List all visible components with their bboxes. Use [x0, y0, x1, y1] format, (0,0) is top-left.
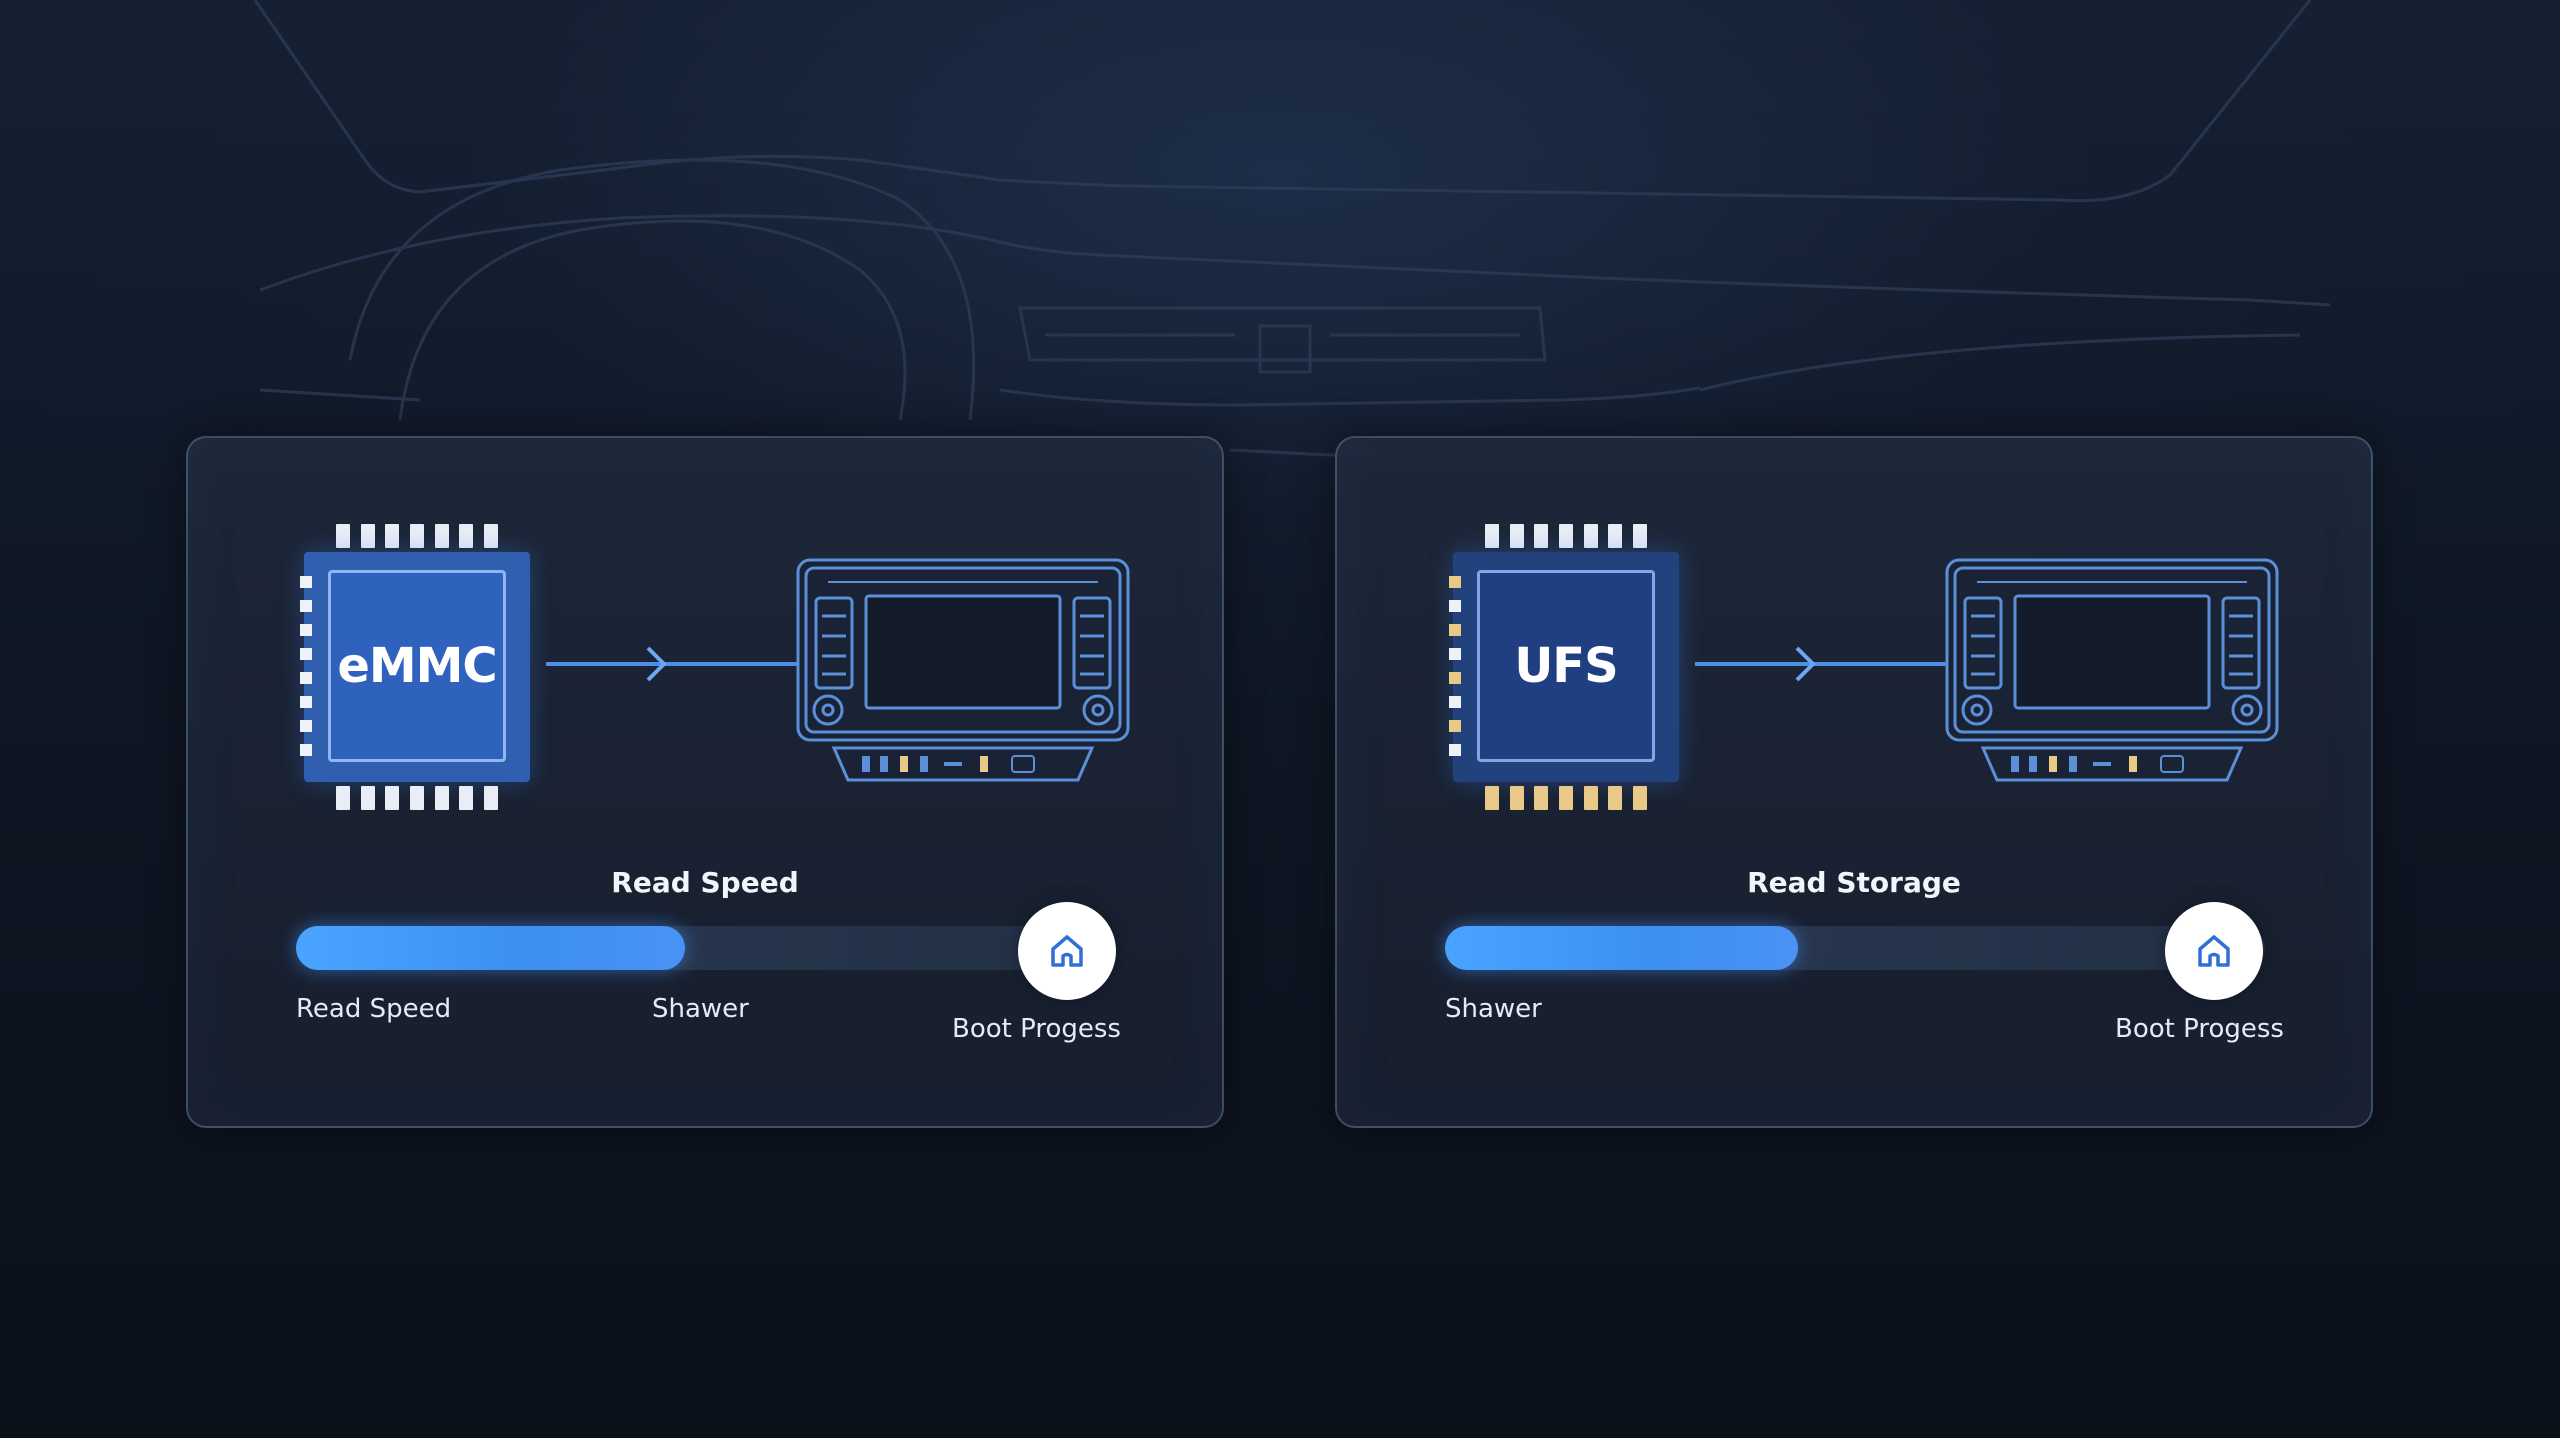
boot-progress-track	[296, 926, 1106, 970]
home-icon	[1051, 935, 1083, 967]
boot-progress-track	[1445, 926, 2265, 970]
head-unit-buttons	[2011, 755, 2184, 773]
chip-pins-left	[300, 576, 312, 756]
home-button[interactable]	[2165, 902, 2263, 1000]
chip-label: UFS	[1514, 638, 1618, 694]
emmc-chip-icon: eMMC	[300, 524, 530, 812]
chip-body: eMMC	[304, 552, 530, 782]
flow-graphic	[546, 558, 1130, 782]
chip-die: UFS	[1477, 570, 1655, 762]
car-head-unit-icon	[1945, 558, 2279, 782]
chip-label: eMMC	[337, 638, 497, 694]
ufs-chip-icon: UFS	[1449, 524, 1679, 812]
head-unit-buttons	[862, 755, 1035, 773]
chip-pins-left	[1449, 576, 1461, 756]
chip-pins-bottom	[1485, 786, 1647, 810]
car-head-unit-icon	[796, 558, 1130, 782]
label-boot-progress: Boot Progess	[2115, 1014, 2284, 1044]
boot-progress-fill	[1445, 926, 1798, 970]
boot-progress-fill	[296, 926, 685, 970]
label-boot-progress: Boot Progess	[952, 1014, 1121, 1044]
chip-die: eMMC	[328, 570, 506, 762]
emmc-panel: eMMC	[186, 436, 1224, 1128]
label-read-speed: Read Speed	[296, 994, 452, 1024]
chip-pins-top	[336, 524, 498, 548]
label-shawer: Shawer	[652, 994, 749, 1024]
flow-graphic	[1695, 558, 2279, 782]
label-shawer: Shawer	[1445, 994, 1542, 1024]
progress-title: Read Speed	[611, 866, 799, 899]
ufs-panel: UFS	[1335, 436, 2373, 1128]
chip-pins-top	[1485, 524, 1647, 548]
arrow-right-icon	[1695, 646, 1947, 682]
home-button[interactable]	[1018, 902, 1116, 1000]
chip-body: UFS	[1453, 552, 1679, 782]
chip-pins-bottom	[336, 786, 498, 810]
progress-title: Read Storage	[1747, 866, 1961, 899]
home-icon	[2198, 935, 2230, 967]
arrow-right-icon	[546, 646, 798, 682]
